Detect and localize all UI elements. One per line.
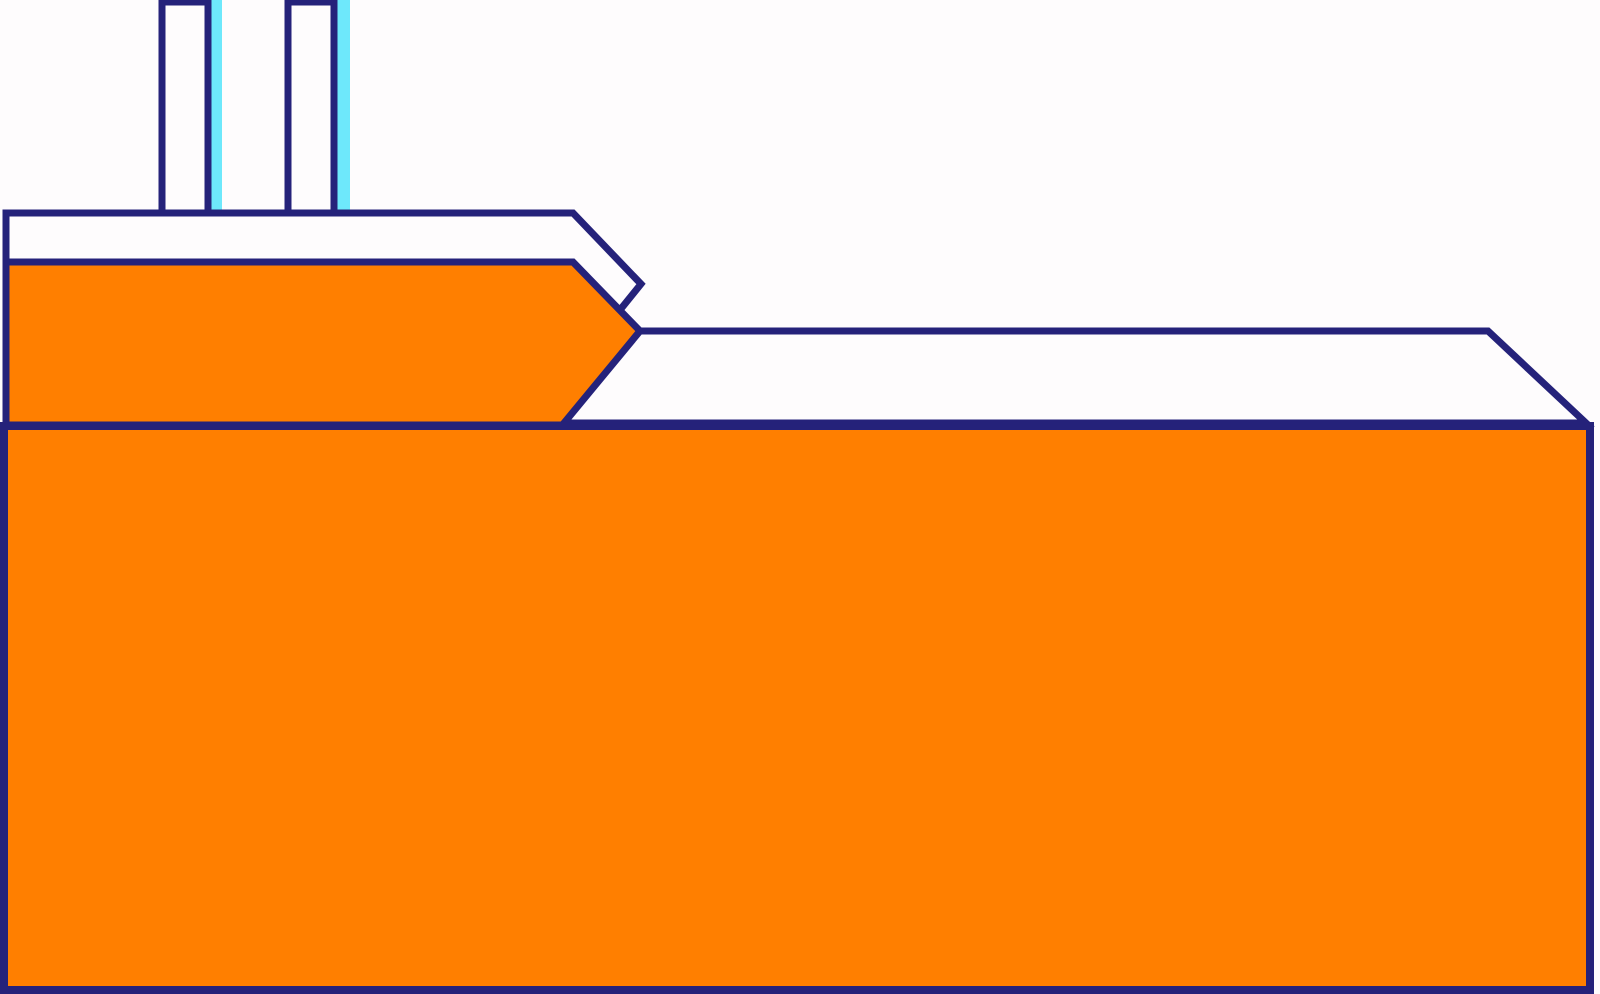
upper-orange-block: [2, 258, 645, 429]
base-orange-block: [0, 422, 1594, 994]
right-pipe: [284, 0, 338, 218]
left-pipe: [158, 0, 212, 218]
right-pipe-accent: [334, 0, 350, 214]
lower-light-tier: [556, 327, 1595, 427]
